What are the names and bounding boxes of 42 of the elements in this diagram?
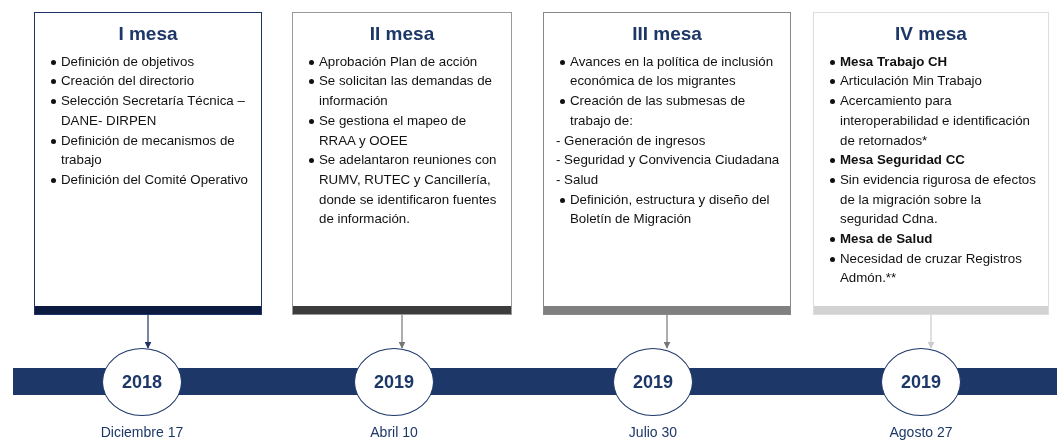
year-label: 2018 bbox=[121, 370, 162, 394]
bullet-text: Se adelantaron reuniones con RUMV, RUTEC y Cancillería, donde se identificaron fuentes de información. bbox=[319, 151, 498, 229]
bullet-text: - Generación de ingresos bbox=[556, 131, 706, 150]
bullet-text: Acercamiento para interoperabilidad e identificación de retornados* bbox=[840, 92, 1031, 150]
bullet-text: Definición de mecanismos de trabajo bbox=[61, 131, 236, 170]
bullet-text: Articulación Min Trabajo bbox=[840, 72, 982, 91]
bullet-text: Avances en la política de inclusión económica de los migrantes bbox=[570, 52, 775, 91]
bullet-text: Creación de las submesas de trabajo de: bbox=[570, 92, 747, 130]
bullet-text: Creación del directorio bbox=[61, 72, 195, 91]
bullet-text: Se gestiona el mapeo de RRAA y OOEE bbox=[319, 111, 468, 150]
bullet-text: Selección Secretaría Técnica – DANE- DIRPEN bbox=[61, 92, 246, 130]
bullet-text: Aprobación Plan de acción bbox=[319, 52, 478, 71]
bullet-text: Mesa Seguridad CC bbox=[840, 151, 965, 170]
bullet-text: Se solicitan las demandas de información bbox=[319, 72, 493, 111]
arrow bbox=[144, 314, 152, 349]
milestone-card bbox=[292, 12, 512, 315]
arrow bbox=[398, 314, 406, 349]
date-label: Julio 30 bbox=[627, 425, 679, 439]
card-title: I mesa bbox=[118, 22, 178, 46]
milestone-card bbox=[34, 12, 262, 315]
bullet-text: - Seguridad y Convivencia Ciudadana bbox=[556, 151, 780, 170]
bullet-text: Definición del Comité Operativo bbox=[61, 170, 248, 189]
arrow bbox=[663, 314, 671, 349]
milestone-card bbox=[813, 12, 1049, 315]
date-label: Diciembre 17 bbox=[99, 425, 185, 439]
bullet-text: Definición de objetivos bbox=[61, 52, 195, 71]
milestone-card bbox=[543, 12, 791, 315]
date-label: Abril 10 bbox=[369, 425, 419, 439]
arrow bbox=[927, 314, 935, 349]
year-label: 2019 bbox=[632, 370, 673, 394]
bullet-text: Sin evidencia rigurosa de efectos de la migración sobre la seguridad Cdna. bbox=[840, 170, 1037, 229]
bullet-text: Definición, estructura y diseño del Boletín de Migración bbox=[570, 190, 771, 229]
year-label: 2019 bbox=[373, 370, 414, 394]
bullet-text: Mesa Trabajo CH bbox=[840, 52, 948, 71]
bullet-text: Necesidad de cruzar Registros Admón.** bbox=[840, 249, 1023, 288]
card-title: III mesa bbox=[632, 22, 702, 46]
card-title: IV mesa bbox=[895, 22, 967, 46]
bullet-text: - Salud bbox=[556, 170, 600, 189]
year-label: 2019 bbox=[900, 370, 941, 394]
card-title: II mesa bbox=[369, 22, 435, 46]
bullet-text: Mesa de Salud bbox=[840, 230, 933, 249]
date-label: Agosto 27 bbox=[888, 425, 954, 439]
